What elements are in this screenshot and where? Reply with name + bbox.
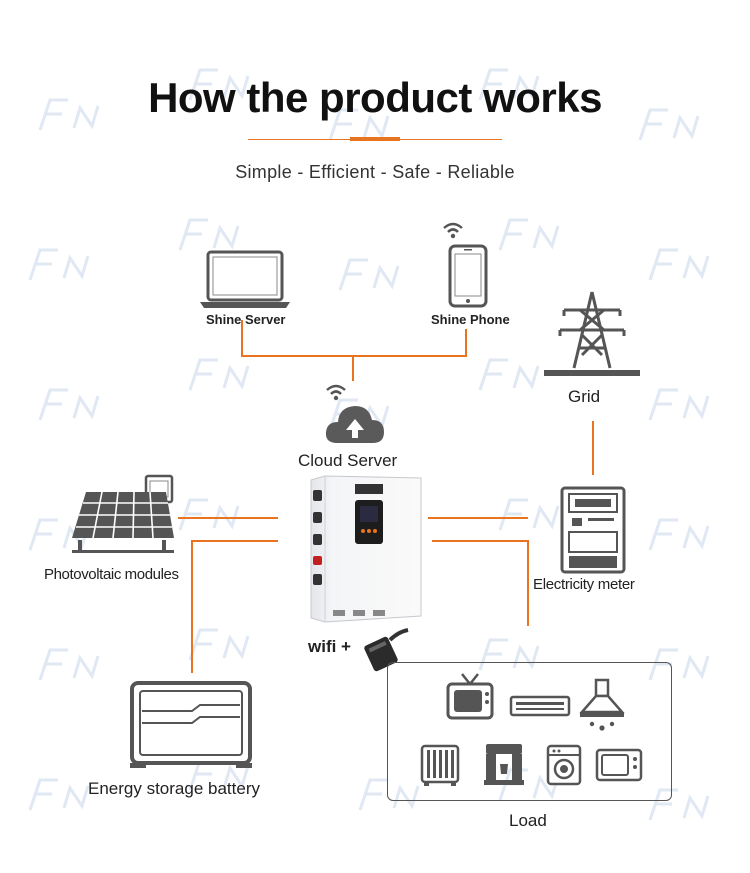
line-grid-meter: [592, 421, 594, 475]
watermark-mark: [38, 388, 100, 421]
line-battery-horizontal: [191, 540, 278, 542]
solar-panel-icon: [72, 474, 174, 553]
watermark-mark: [498, 218, 560, 251]
washing-machine-icon: [546, 744, 582, 786]
watermark-mark: [638, 108, 700, 141]
watermark-mark: [38, 98, 100, 131]
watermark-mark: [338, 258, 400, 291]
page-subtitle: Simple - Efficient - Safe - Reliable: [235, 162, 515, 182]
smartphone-icon: [448, 244, 488, 308]
title-underline-accent: [350, 137, 400, 141]
line-phone-down: [465, 329, 467, 356]
watermark-mark: [188, 628, 250, 661]
wifi-label: wifi +: [308, 637, 351, 656]
watermark-mark: [188, 68, 250, 101]
battery-icon: [130, 681, 252, 768]
range-hood-icon: [579, 678, 625, 731]
watermark-mark: [648, 518, 710, 551]
line-top-horizontal: [241, 355, 467, 357]
watermark-mark: [188, 358, 250, 391]
watermark-mark: [498, 498, 560, 531]
cloud-upload-icon: [325, 406, 384, 443]
watermark-mark: [648, 788, 710, 821]
inverter-icon: [310, 475, 422, 623]
line-inverter-load-v: [527, 540, 529, 626]
tv-icon: [446, 673, 494, 720]
watermark-mark: [648, 388, 710, 421]
cloud-server-label: Cloud Server: [298, 451, 398, 470]
line-pv-inverter: [178, 517, 278, 519]
page-title: How the product works: [148, 74, 602, 121]
watermark-mark: [478, 68, 540, 101]
watermark-mark: [648, 248, 710, 281]
power-tower-icon: [544, 291, 640, 376]
wifi-icon: [326, 384, 346, 401]
watermark-mark: [358, 778, 420, 811]
watermark-mark: [478, 638, 540, 671]
line-battery-vertical: [191, 540, 193, 673]
photovoltaic-label: Photovoltaic modules: [44, 566, 179, 583]
load-label: Load: [509, 811, 547, 830]
laptop-icon: [200, 250, 290, 308]
watermark-mark: [28, 778, 90, 811]
electricity-meter-label: Electricity meter: [533, 576, 635, 593]
air-conditioner-icon: [509, 695, 571, 717]
watermark-mark: [178, 218, 240, 251]
watermark-mark: [178, 498, 240, 531]
electricity-meter-icon: [560, 486, 626, 574]
watermark-mark: [38, 648, 100, 681]
watermark-mark: [28, 248, 90, 281]
line-server-down: [241, 320, 243, 356]
grid-label: Grid: [568, 387, 601, 406]
wifi-icon: [443, 222, 463, 239]
shine-server-label: Shine Server: [206, 312, 286, 327]
watermark-mark: [328, 108, 390, 141]
line-inverter-load-h: [432, 540, 528, 542]
line-to-cloud: [352, 355, 354, 381]
microwave-icon: [595, 748, 643, 782]
line-inverter-meter: [428, 517, 528, 519]
shine-phone-label: Shine Phone: [431, 312, 510, 327]
watermark-mark: [478, 358, 540, 391]
coffee-machine-icon: [484, 744, 524, 785]
battery-label: Energy storage battery: [88, 779, 260, 798]
load-box: [387, 662, 672, 801]
heater-icon: [420, 744, 460, 786]
